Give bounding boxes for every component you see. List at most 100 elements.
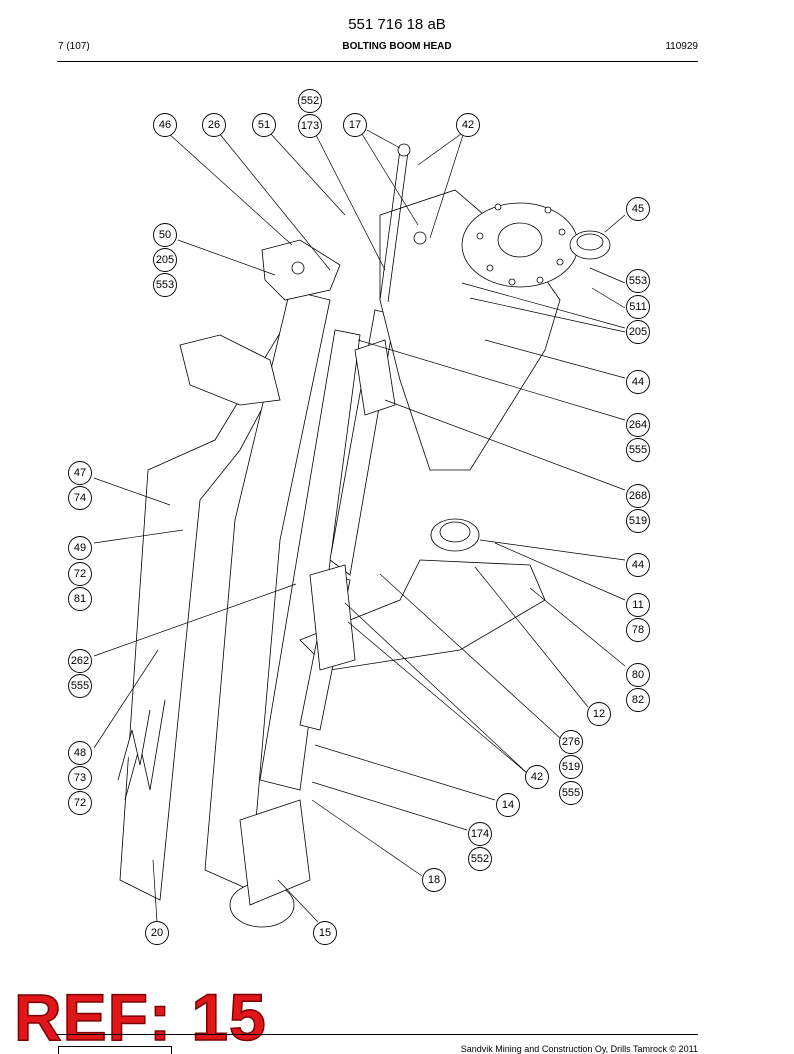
footer-rule bbox=[57, 1034, 698, 1035]
callout-50: 50 bbox=[153, 223, 177, 247]
callout-42-top: 42 bbox=[456, 113, 480, 137]
svg-text:44: 44 bbox=[632, 559, 644, 571]
callout-18: 18 bbox=[422, 868, 446, 892]
svg-text:50: 50 bbox=[159, 229, 171, 241]
svg-text:73: 73 bbox=[74, 772, 86, 784]
callout-11: 11 bbox=[626, 593, 650, 617]
svg-text:262: 262 bbox=[71, 655, 89, 667]
svg-text:45: 45 bbox=[632, 203, 644, 215]
svg-text:18: 18 bbox=[428, 874, 440, 886]
page-title: BOLTING BOOM HEAD bbox=[342, 41, 452, 52]
callout-262: 262 bbox=[68, 649, 92, 673]
svg-text:72: 72 bbox=[74, 568, 86, 580]
svg-text:276: 276 bbox=[562, 736, 580, 748]
svg-text:519: 519 bbox=[629, 515, 647, 527]
svg-text:47: 47 bbox=[74, 467, 86, 479]
callout-519-lower: 519 bbox=[559, 755, 583, 779]
callout-552: 552 bbox=[298, 89, 322, 113]
callout-47: 47 bbox=[68, 461, 92, 485]
svg-text:42: 42 bbox=[462, 119, 474, 131]
callout-205-right: 205 bbox=[626, 320, 650, 344]
callout-519-upper: 519 bbox=[626, 509, 650, 533]
callout-264: 264 bbox=[626, 413, 650, 437]
callout-555-left: 555 bbox=[68, 674, 92, 698]
callout-14: 14 bbox=[496, 793, 520, 817]
brand-logo bbox=[58, 1046, 172, 1054]
svg-text:264: 264 bbox=[629, 419, 647, 431]
callout-49: 49 bbox=[68, 536, 92, 560]
svg-text:15: 15 bbox=[319, 927, 331, 939]
callout-48: 48 bbox=[68, 741, 92, 765]
callout-15: 15 bbox=[313, 921, 337, 945]
callout-174: 174 bbox=[468, 822, 492, 846]
svg-text:555: 555 bbox=[629, 444, 647, 456]
svg-text:82: 82 bbox=[632, 694, 644, 706]
svg-text:78: 78 bbox=[632, 624, 644, 636]
callout-555-lower: 555 bbox=[559, 781, 583, 805]
boom-assembly-linework bbox=[117, 143, 611, 928]
date-code: 110929 bbox=[665, 41, 698, 52]
svg-text:519: 519 bbox=[562, 761, 580, 773]
svg-text:26: 26 bbox=[208, 119, 220, 131]
callout-553-right: 553 bbox=[626, 269, 650, 293]
callout-leaders bbox=[93, 129, 626, 923]
callout-82: 82 bbox=[626, 688, 650, 712]
callout-276: 276 bbox=[559, 730, 583, 754]
callout-44-upper: 44 bbox=[626, 370, 650, 394]
callout-20: 20 bbox=[145, 921, 169, 945]
svg-text:553: 553 bbox=[156, 279, 174, 291]
reference-stamp: REF: 15 bbox=[13, 980, 267, 1054]
svg-text:552: 552 bbox=[471, 853, 489, 865]
svg-text:48: 48 bbox=[74, 747, 86, 759]
callout-51: 51 bbox=[252, 113, 276, 137]
callout-78: 78 bbox=[626, 618, 650, 642]
svg-text:44: 44 bbox=[632, 376, 644, 388]
callout-46: 46 bbox=[153, 113, 177, 137]
callout-80: 80 bbox=[626, 663, 650, 687]
svg-text:553: 553 bbox=[629, 275, 647, 287]
callout-45: 45 bbox=[626, 197, 650, 221]
callout-555-upper: 555 bbox=[626, 438, 650, 462]
callout-511: 511 bbox=[626, 295, 650, 319]
callout-72-lower: 72 bbox=[68, 791, 92, 815]
callout-12: 12 bbox=[587, 702, 611, 726]
svg-text:74: 74 bbox=[74, 492, 86, 504]
callout-42-lower: 42 bbox=[525, 765, 549, 789]
svg-text:49: 49 bbox=[74, 542, 86, 554]
callout-205-left: 205 bbox=[153, 248, 177, 272]
svg-text:552: 552 bbox=[301, 95, 319, 107]
page-index: 7 (107) bbox=[58, 41, 90, 52]
svg-text:205: 205 bbox=[156, 254, 174, 266]
callout-26: 26 bbox=[202, 113, 226, 137]
svg-text:20: 20 bbox=[151, 927, 163, 939]
svg-text:12: 12 bbox=[593, 708, 605, 720]
svg-text:81: 81 bbox=[74, 593, 86, 605]
svg-text:173: 173 bbox=[301, 120, 319, 132]
callout-173: 173 bbox=[298, 114, 322, 138]
svg-text:268: 268 bbox=[629, 490, 647, 502]
svg-text:174: 174 bbox=[471, 828, 489, 840]
callout-268: 268 bbox=[626, 484, 650, 508]
callout-553-left: 553 bbox=[153, 273, 177, 297]
callout-81: 81 bbox=[68, 587, 92, 611]
svg-text:11: 11 bbox=[632, 599, 643, 611]
svg-text:17: 17 bbox=[349, 119, 361, 131]
svg-text:46: 46 bbox=[159, 119, 171, 131]
callout-74: 74 bbox=[68, 486, 92, 510]
callout-552-lower: 552 bbox=[468, 847, 492, 871]
header-rule bbox=[57, 61, 698, 62]
svg-text:14: 14 bbox=[502, 799, 514, 811]
document-number: 551 716 18 aB bbox=[348, 16, 446, 33]
svg-text:555: 555 bbox=[562, 787, 580, 799]
copyright-text: Sandvik Mining and Construction Oy, Dril… bbox=[460, 1044, 698, 1054]
svg-text:42: 42 bbox=[531, 771, 543, 783]
callout-72-upper: 72 bbox=[68, 562, 92, 586]
svg-text:555: 555 bbox=[71, 680, 89, 692]
svg-text:80: 80 bbox=[632, 669, 644, 681]
callout-73: 73 bbox=[68, 766, 92, 790]
svg-text:511: 511 bbox=[629, 301, 647, 313]
svg-text:205: 205 bbox=[629, 326, 647, 338]
callout-44-lower: 44 bbox=[626, 553, 650, 577]
callout-17: 17 bbox=[343, 113, 367, 137]
